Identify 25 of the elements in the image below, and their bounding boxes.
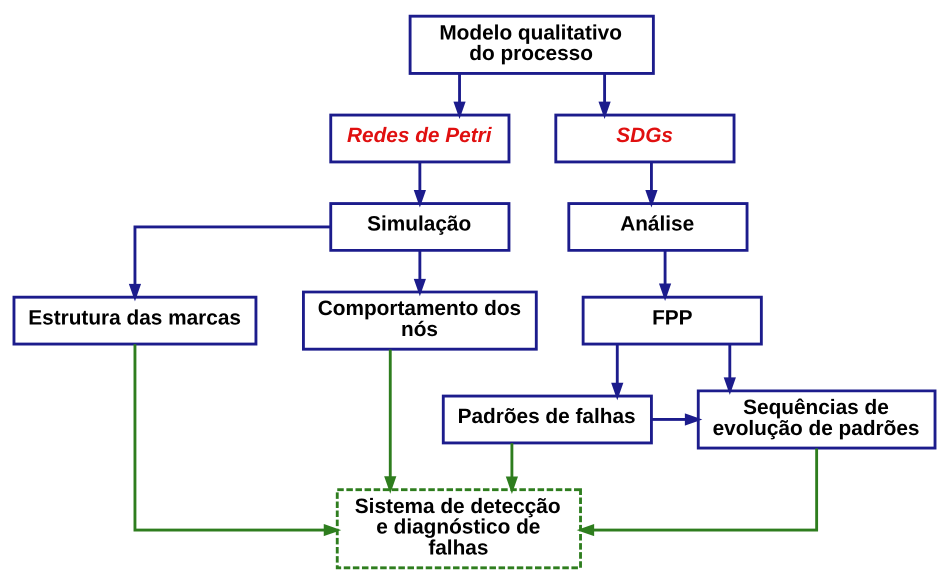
node-box: Sistema de detecção e diagnóstico de falhas [336, 488, 582, 569]
arrow [576, 448, 818, 536]
arrow [414, 250, 426, 296]
arrow [651, 412, 702, 426]
arrow [414, 162, 426, 208]
arrow [724, 344, 736, 394]
arrow [128, 225, 330, 301]
node-box: Comportamento dos nós [302, 290, 538, 350]
node-box: Sequências de evolução de padrões [696, 388, 936, 450]
node-box: FPP [582, 295, 763, 345]
arrow [658, 250, 672, 300]
arrow [134, 344, 342, 536]
node-box: SDGs [554, 113, 736, 163]
arrow [453, 73, 466, 119]
node-box: Simulação [329, 202, 510, 252]
arrow [598, 73, 611, 119]
node-box: Padrões de falhas [442, 394, 653, 444]
node-box: Análise [567, 202, 748, 252]
node-box: Modelo qualitativo do processo [408, 14, 655, 74]
arrow [611, 344, 624, 400]
node-box: Estrutura das marcas [12, 295, 258, 345]
node-box: Redes de Petri [329, 113, 510, 163]
arrow [506, 442, 518, 494]
arrow [645, 162, 658, 208]
arrow [384, 349, 396, 494]
